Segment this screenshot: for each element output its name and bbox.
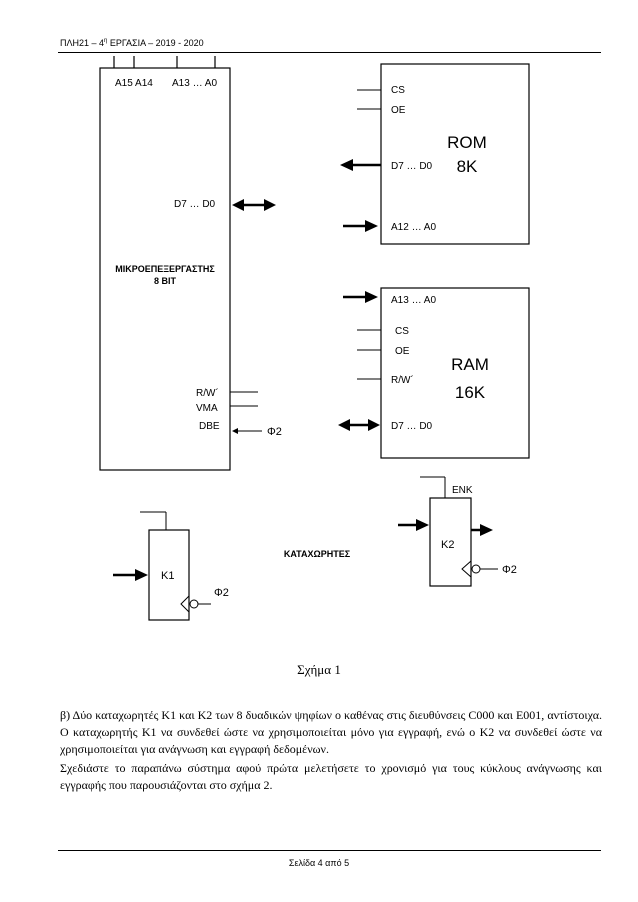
cpu-rw-label: R/W´	[196, 387, 219, 399]
rom-data-label: D7 … D0	[391, 161, 433, 172]
k2-name: K2	[441, 539, 454, 551]
rom-addr-input-arrow	[343, 220, 378, 232]
rom-size: 8K	[457, 157, 478, 176]
footer-rule	[58, 850, 601, 851]
k2-register	[429, 497, 472, 587]
header-superscript: η	[104, 38, 108, 44]
ram-data-bidir-arrow	[338, 419, 380, 431]
header-prefix: ΠΛΗ21 – 4	[60, 38, 105, 48]
rom-cs-label: CS	[391, 85, 405, 96]
registers-label: ΚΑΤΑΧΩΡΗΤΕΣ	[284, 549, 351, 559]
ram-cs-label: CS	[395, 326, 409, 337]
k1-clock-bubble	[189, 599, 199, 609]
cpu-name-line1: ΜΙΚΡΟΕΠΕΞΕΡΓΑΣΤΗΣ	[115, 264, 215, 274]
ram-block	[380, 287, 530, 459]
cpu-clock-label: Φ2	[267, 426, 282, 438]
k2-enable-label: ENK	[452, 485, 473, 496]
paragraph-instructions: Σχεδιάστε το παραπάνω σύστημα αφού πρώτα…	[60, 761, 602, 792]
page-footer: Σελίδα 4 από 5	[288, 858, 350, 868]
rom-oe-label: OE	[391, 105, 406, 116]
k1-name: K1	[161, 570, 174, 582]
cpu-block	[99, 67, 231, 471]
page-header: ΠΛΗ21 – 4η ΕΡΓΑΣΙΑ – 2019 - 2020	[60, 38, 204, 48]
k2-clock-bubble	[471, 564, 481, 574]
ram-data-label: D7 … D0	[391, 421, 433, 432]
rom-control-lines	[357, 89, 381, 110]
cpu-data-label: D7 … D0	[174, 199, 216, 210]
rom-data-output-arrow	[340, 159, 381, 171]
k1-enable-line	[140, 511, 167, 530]
paragraph-b: β) Δύο καταχωρητές K1 και K2 των 8 δυαδι…	[60, 708, 602, 756]
k2-input-arrow	[398, 519, 429, 531]
cpu-addr-low-label: A13 … A0	[172, 78, 217, 89]
k2-output-arrow	[471, 524, 493, 536]
k1-input-arrow	[113, 569, 148, 581]
figure-caption: Σχήμα 1	[297, 662, 341, 677]
ram-oe-label: OE	[395, 346, 410, 357]
rom-name: ROM	[447, 133, 487, 152]
k2-clock-triangle	[461, 560, 472, 578]
cpu-name-line2: 8 BIT	[154, 276, 177, 286]
k2-clock-label: Φ2	[502, 564, 517, 576]
ram-size: 16K	[455, 383, 486, 402]
header-suffix: ΕΡΓΑΣΙΑ – 2019 - 2020	[107, 38, 204, 48]
cpu-vma-label: VMA	[196, 403, 218, 414]
ram-control-lines	[357, 329, 381, 380]
k2-enable-line	[420, 476, 446, 498]
ram-addr-label: A13 … A0	[391, 295, 436, 306]
k1-register	[148, 529, 190, 621]
rom-block	[380, 63, 530, 245]
cpu-dbe-label: DBE	[199, 421, 220, 432]
cpu-control-lines	[230, 391, 258, 407]
cpu-address-pins	[113, 56, 216, 68]
k1-clock-triangle	[180, 595, 190, 613]
cpu-data-bidir-arrow	[232, 199, 276, 211]
ram-rw-label: R/W´	[391, 374, 414, 386]
header-rule	[58, 52, 601, 53]
k1-clock-label: Φ2	[214, 587, 229, 599]
cpu-addr-high-label: A15 A14	[115, 78, 153, 89]
ram-addr-input-arrow	[343, 291, 378, 303]
ram-name: RAM	[451, 355, 489, 374]
rom-addr-label: A12 … A0	[391, 222, 436, 233]
